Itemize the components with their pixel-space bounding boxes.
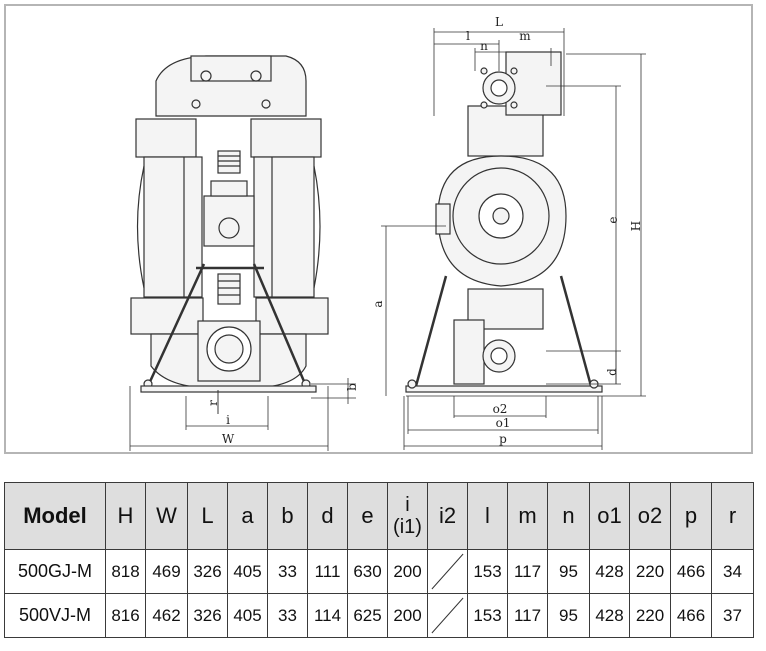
cell-o2: 220 [629, 593, 671, 638]
cell-W: 469 [145, 549, 188, 594]
dim-label-e: e [606, 216, 620, 223]
cell-H: 818 [105, 549, 146, 594]
header-o1: o1 [589, 482, 630, 550]
diagonal-slash [431, 553, 464, 590]
cell-i: 200 [387, 593, 428, 638]
cell-model: 500VJ-M [4, 593, 106, 638]
cell-r: 34 [711, 549, 754, 594]
front-view-pump [130, 55, 329, 393]
dim-label-i: i [226, 413, 230, 427]
header-r: r [711, 482, 754, 550]
cell-m: 117 [507, 549, 548, 594]
header-i1-label: (i1) [393, 516, 422, 538]
cell-d: 111 [307, 549, 348, 594]
cell-L: 326 [187, 549, 228, 594]
pump-drawings-svg: r i W b [129, 15, 646, 451]
front-view-dimensions [129, 378, 356, 451]
header-W: W [145, 482, 188, 550]
table-row: 500VJ-M 816 462 326 405 33 114 625 200 1… [4, 593, 754, 638]
header-H: H [105, 482, 146, 550]
cell-l: 153 [467, 593, 508, 638]
side-view-dimensions [381, 28, 646, 450]
dim-label-a: a [371, 300, 385, 307]
header-model: Model [4, 482, 106, 550]
header-o2: o2 [629, 482, 671, 550]
cell-r: 37 [711, 593, 754, 638]
cell-e: 625 [347, 593, 388, 638]
cell-n: 95 [547, 593, 590, 638]
spec-table-header-row: Model H W L a b d e i (i1) i2 l m n o1 o… [4, 482, 754, 550]
dim-label-b: b [345, 383, 359, 391]
cell-W: 462 [145, 593, 188, 638]
spec-table: Model H W L a b d e i (i1) i2 l m n o1 o… [4, 482, 754, 638]
cell-b: 33 [267, 593, 308, 638]
cell-e: 630 [347, 549, 388, 594]
dim-label-H: H [629, 221, 643, 231]
header-i-label: i [405, 494, 410, 516]
diagonal-slash [431, 597, 464, 634]
cell-model: 500GJ-M [4, 549, 106, 594]
dim-label-L: L [495, 15, 503, 29]
header-a: a [227, 482, 268, 550]
cell-m: 117 [507, 593, 548, 638]
dim-label-m: m [519, 29, 531, 43]
dim-label-r: r [206, 400, 220, 406]
header-i2: i2 [427, 482, 468, 550]
cell-i: 200 [387, 549, 428, 594]
header-i: i (i1) [387, 482, 428, 550]
cell-d: 114 [307, 593, 348, 638]
cell-H: 816 [105, 593, 146, 638]
cell-l: 153 [467, 549, 508, 594]
cell-p: 466 [670, 549, 712, 594]
dimension-drawing: r i W b [4, 4, 753, 454]
cell-o1: 428 [589, 549, 630, 594]
cell-i2-blank [427, 549, 468, 594]
header-m: m [507, 482, 548, 550]
header-L: L [187, 482, 228, 550]
side-view-pump [405, 51, 603, 393]
header-b: b [267, 482, 308, 550]
cell-o2: 220 [629, 549, 671, 594]
header-p: p [670, 482, 712, 550]
dim-label-o1: o1 [496, 416, 511, 430]
cell-p: 466 [670, 593, 712, 638]
header-l: l [467, 482, 508, 550]
header-d: d [307, 482, 348, 550]
header-n: n [547, 482, 590, 550]
dim-label-p: p [499, 432, 507, 446]
dim-label-n: n [480, 39, 488, 53]
cell-a: 405 [227, 593, 268, 638]
cell-b: 33 [267, 549, 308, 594]
header-e: e [347, 482, 388, 550]
cell-o1: 428 [589, 593, 630, 638]
table-row: 500GJ-M 818 469 326 405 33 111 630 200 1… [4, 549, 754, 594]
dim-label-d: d [605, 368, 619, 376]
cell-n: 95 [547, 549, 590, 594]
dim-label-W: W [222, 432, 235, 446]
dim-label-l: l [466, 29, 470, 43]
dim-label-o2: o2 [493, 402, 508, 416]
cell-a: 405 [227, 549, 268, 594]
cell-L: 326 [187, 593, 228, 638]
cell-i2-blank [427, 593, 468, 638]
